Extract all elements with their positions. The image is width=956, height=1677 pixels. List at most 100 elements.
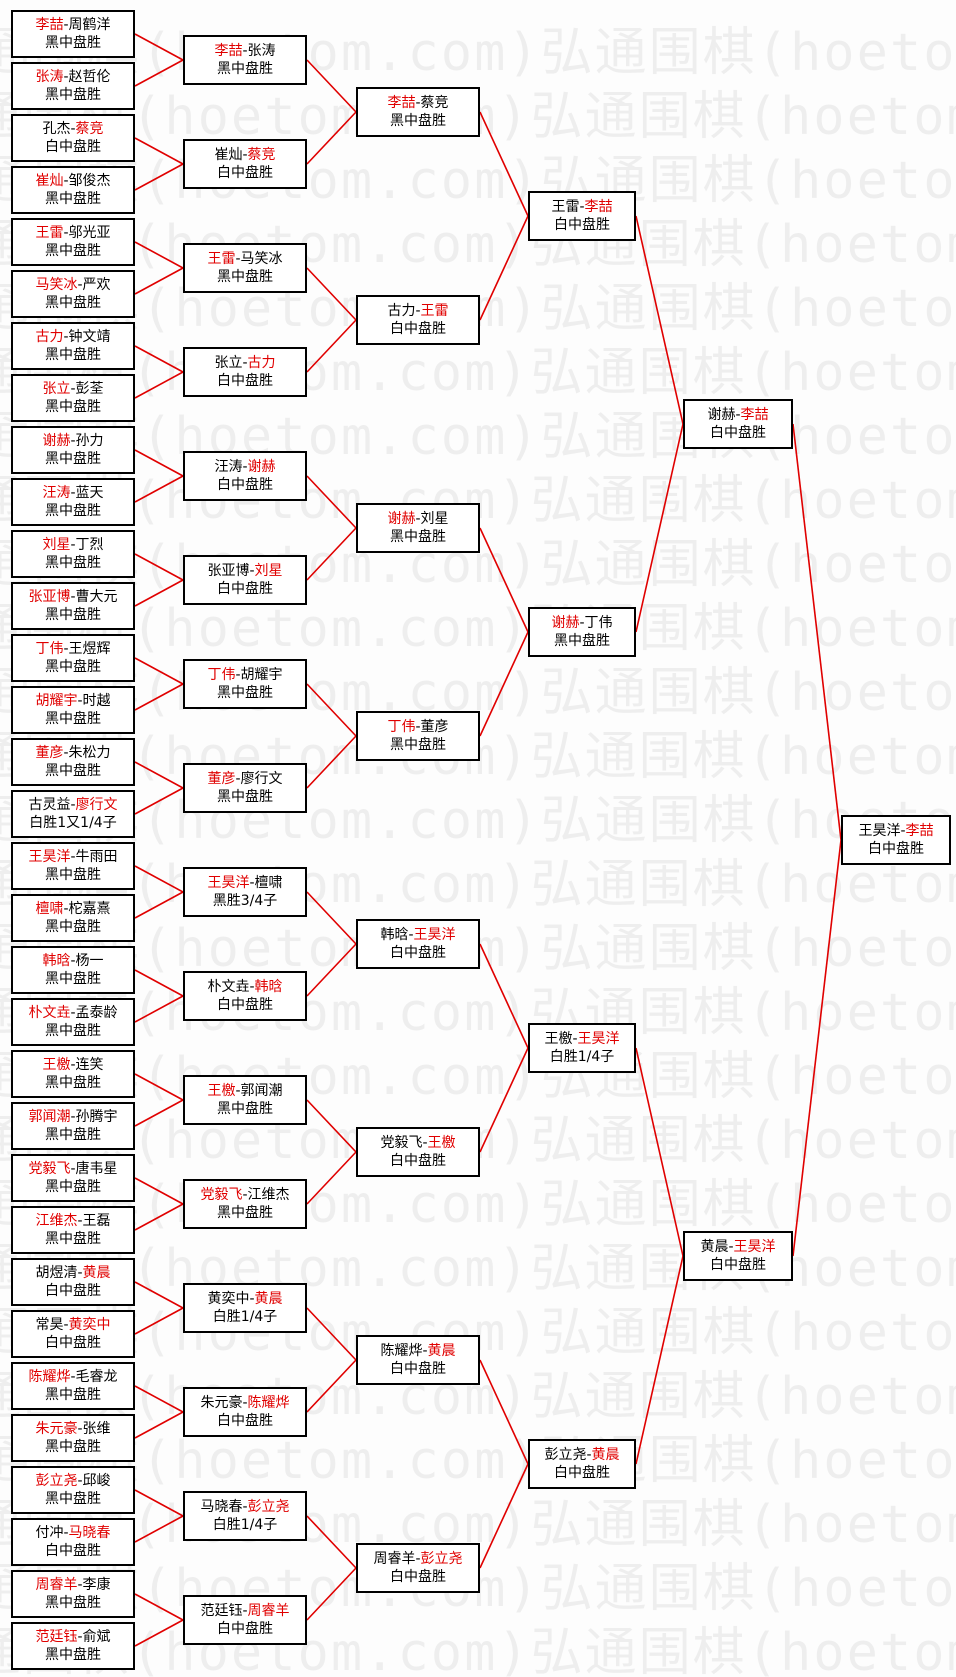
black-player: 付冲: [35, 1525, 64, 1541]
match-players: 王檄-郭闻潮: [185, 1082, 305, 1100]
bracket-connector: [134, 371, 184, 399]
match-result: 黑中盘胜: [217, 269, 273, 285]
bracket-connector: [792, 423, 842, 841]
black-player: 汪涛: [214, 459, 243, 475]
dash: -: [63, 901, 69, 917]
match-result: 黑中盘胜: [45, 659, 101, 675]
black-player: 古灵益: [28, 797, 71, 813]
match-result: 白中盘胜: [390, 321, 446, 337]
bracket-connector: [306, 1307, 357, 1361]
black-player: 刘星: [42, 537, 71, 553]
black-player: 谢赫: [551, 615, 580, 631]
dash: -: [70, 433, 76, 449]
match-result: 黑胜3/4子: [212, 893, 278, 909]
bracket-connector: [134, 995, 184, 1023]
match-result: 白中盘胜: [868, 841, 924, 857]
round-16-match: 韩晗-王昊洋白中盘胜: [356, 919, 480, 969]
dash: -: [415, 511, 421, 527]
dash: -: [70, 589, 76, 605]
white-player: 王昊洋: [733, 1239, 776, 1255]
round-64-match: 付冲-马晓春白中盘胜: [11, 1518, 135, 1566]
match-result: 黑中盘胜: [45, 711, 101, 727]
black-player: 谢赫: [387, 511, 416, 527]
white-player: 江维杰: [247, 1187, 290, 1203]
bracket-connector: [635, 423, 684, 633]
match-players: 朱元豪-张维: [13, 1420, 133, 1438]
round-64-match: 古力-钟文靖黑中盘胜: [11, 322, 135, 370]
match-result: 白中盘胜: [217, 997, 273, 1013]
match-players: 张亚博-曹大元: [13, 588, 133, 606]
match-result: 黑中盘胜: [45, 87, 101, 103]
black-player: 董彦: [207, 771, 236, 787]
white-player: 廖行文: [75, 797, 118, 813]
black-player: 古力: [35, 329, 64, 345]
dash: -: [242, 1395, 248, 1411]
match-players: 付冲-马晓春: [13, 1524, 133, 1542]
black-player: 朱元豪: [35, 1421, 78, 1437]
dash: -: [77, 1629, 83, 1645]
match-players: 谢赫-刘星: [358, 510, 478, 528]
round-32-match: 张立-古力白中盘胜: [183, 347, 307, 397]
round-64-match: 周睿羊-李康黑中盘胜: [11, 1570, 135, 1618]
black-player: 王檄: [207, 1083, 236, 1099]
black-player: 谢赫: [707, 407, 736, 423]
dash: -: [235, 1083, 241, 1099]
match-players: 党毅飞-江维杰: [185, 1186, 305, 1204]
black-player: 丁伟: [387, 719, 416, 735]
white-player: 张涛: [247, 43, 276, 59]
bracket-connector: [134, 1515, 184, 1543]
match-result: 白中盘胜: [710, 1257, 766, 1273]
match-players: 黄晨-王昊洋: [685, 1238, 791, 1256]
match-result: 白中盘胜: [390, 1569, 446, 1585]
dash: -: [586, 1447, 592, 1463]
round-64-match: 王雷-邬光亚黑中盘胜: [11, 218, 135, 266]
white-player: 刘星: [420, 511, 449, 527]
match-result: 白中盘胜: [390, 945, 446, 961]
match-result: 白胜1又1/4子: [29, 815, 117, 831]
white-player: 刘星: [254, 563, 283, 579]
round-64-match: 王昊洋-牛雨田黑中盘胜: [11, 842, 135, 890]
match-result: 黑中盘胜: [45, 1127, 101, 1143]
bracket-connector: [479, 111, 529, 217]
white-player: 唐韦星: [75, 1161, 118, 1177]
match-result: 黑中盘胜: [45, 1179, 101, 1195]
match-result: 白中盘胜: [217, 1621, 273, 1637]
bracket-connector: [306, 527, 357, 581]
black-player: 周睿羊: [35, 1577, 78, 1593]
bracket-connector: [134, 969, 184, 997]
bracket-connector: [306, 59, 357, 113]
match-result: 白中盘胜: [45, 139, 101, 155]
match-players: 谢赫-孙力: [13, 432, 133, 450]
bracket-connector: [134, 1073, 184, 1101]
black-player: 王雷: [207, 251, 236, 267]
match-players: 丁伟-胡耀宇: [185, 666, 305, 684]
round-16-match: 丁伟-董彦黑中盘胜: [356, 711, 480, 761]
match-players: 韩晗-王昊洋: [358, 926, 478, 944]
bracket-connector: [479, 1359, 529, 1465]
match-players: 孔杰-蔡竞: [13, 120, 133, 138]
bracket-connector: [306, 475, 357, 529]
white-player: 邹俊杰: [68, 173, 111, 189]
match-result: 白中盘胜: [45, 1283, 101, 1299]
match-players: 张立-彭荃: [13, 380, 133, 398]
match-result: 黑中盘胜: [45, 763, 101, 779]
match-result: 黑中盘胜: [45, 191, 101, 207]
round-32-match: 黄奕中-黄晨白胜1/4子: [183, 1283, 307, 1333]
white-player: 王昊洋: [413, 927, 456, 943]
black-player: 陈耀烨: [28, 1369, 71, 1385]
black-player: 张立: [42, 381, 71, 397]
black-player: 古力: [387, 303, 416, 319]
bracket-connector: [134, 1099, 184, 1127]
white-player: 黄奕中: [68, 1317, 111, 1333]
dash: -: [242, 147, 248, 163]
match-result: 白中盘胜: [217, 581, 273, 597]
bracket-connector: [134, 1177, 184, 1205]
dash: -: [63, 225, 69, 241]
match-result: 黑中盘胜: [217, 61, 273, 77]
white-player: 时越: [82, 693, 111, 709]
match-players: 张立-古力: [185, 354, 305, 372]
dash: -: [77, 693, 83, 709]
match-players: 古灵益-廖行文: [13, 796, 133, 814]
white-player: 俞斌: [82, 1629, 111, 1645]
